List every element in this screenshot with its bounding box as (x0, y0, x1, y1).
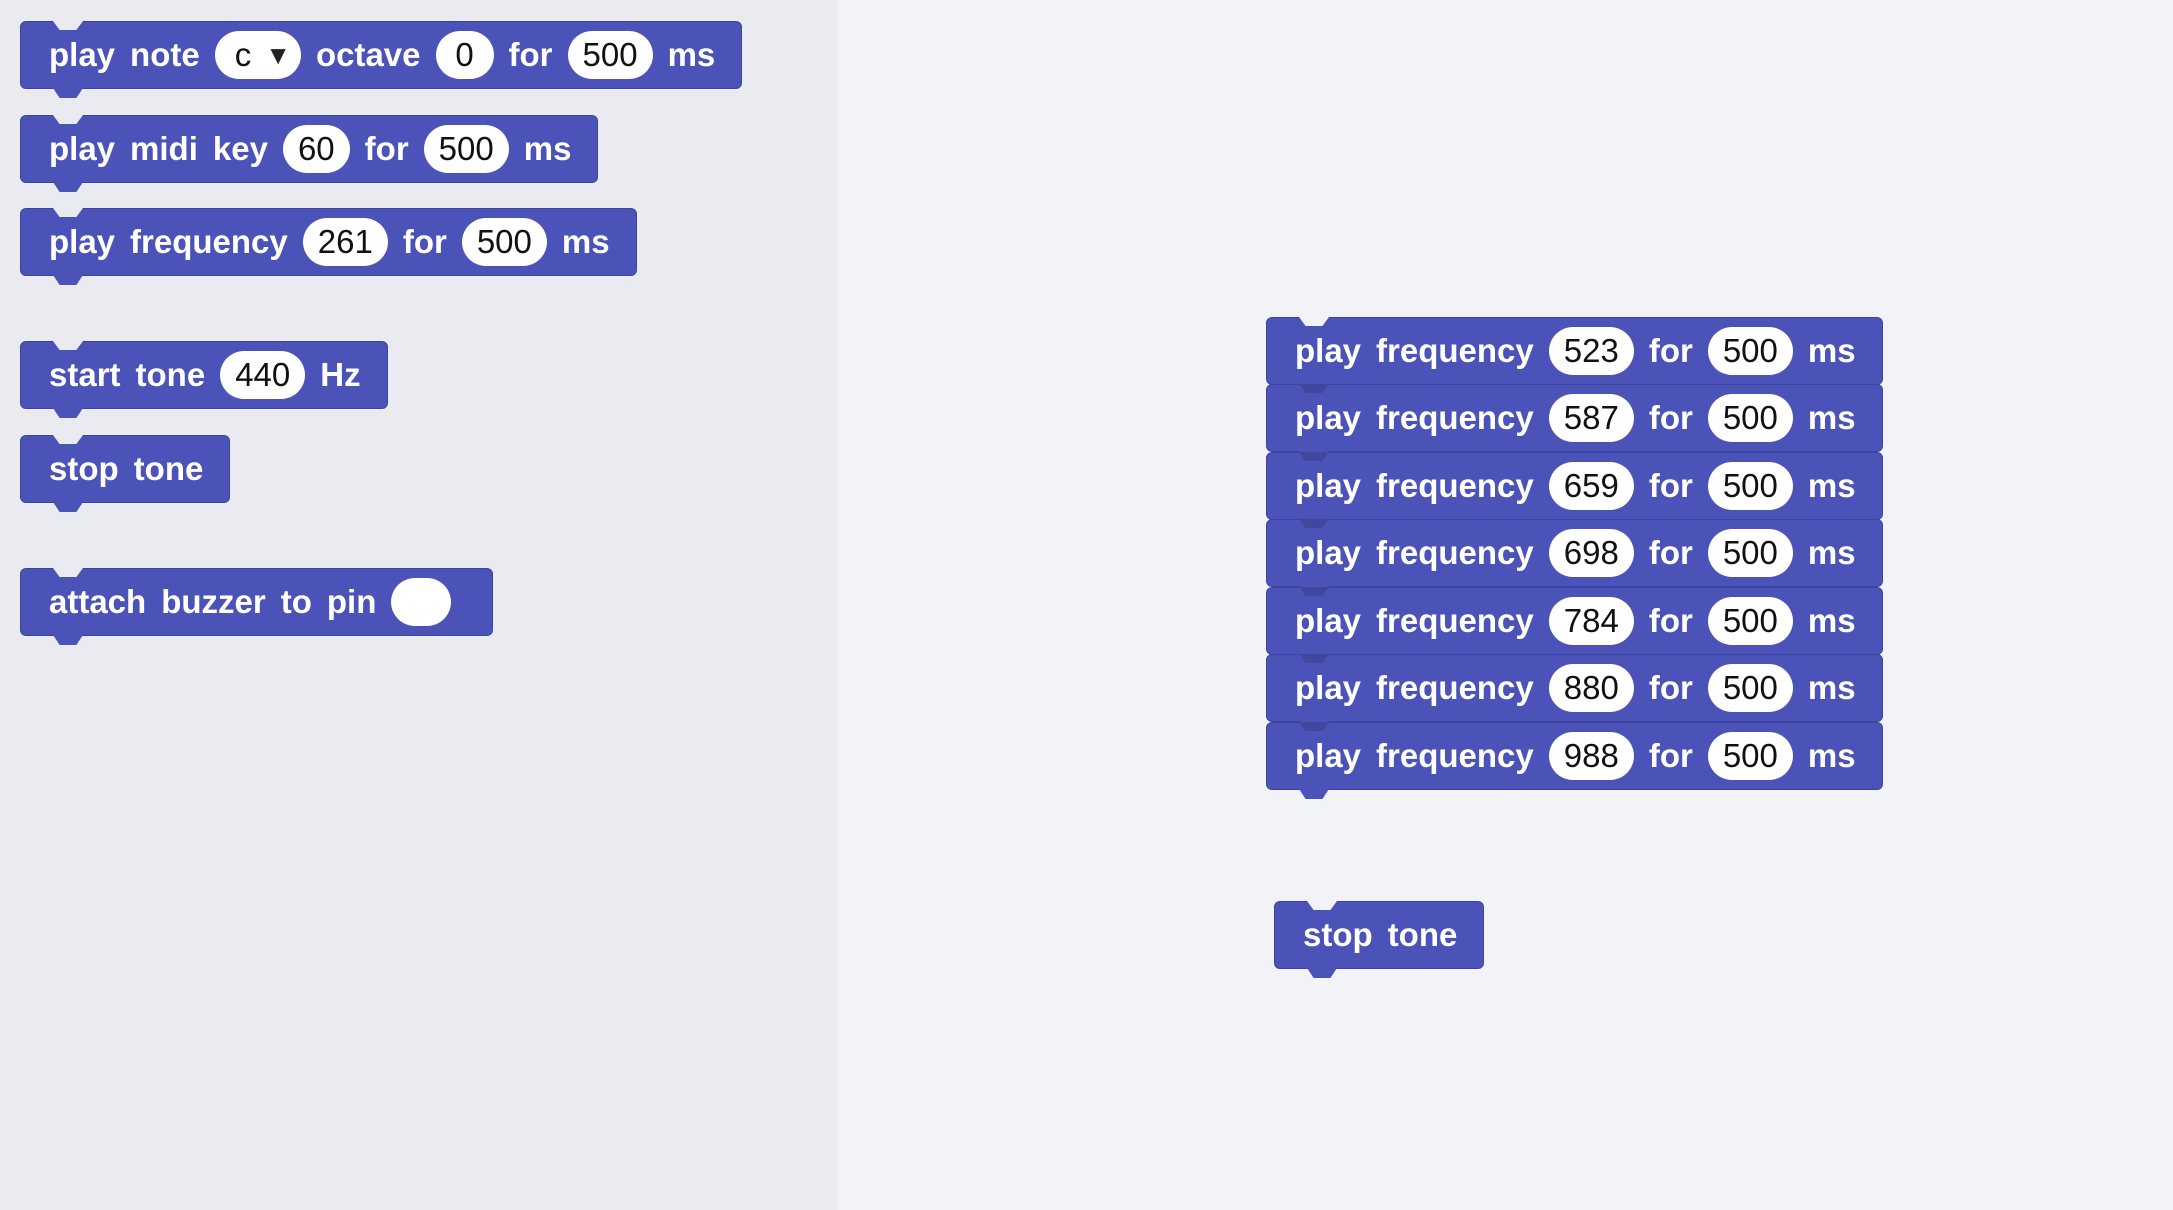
block-play-frequency[interactable]: play frequency 988 for 500 ms (1266, 722, 1883, 790)
block-text: ms (1807, 399, 1856, 436)
block-text: tone (135, 356, 206, 393)
block-text: ms (1807, 737, 1856, 774)
block-text: ms (1807, 332, 1856, 369)
frequency-input[interactable]: 261 (302, 218, 388, 266)
block-attach-buzzer[interactable]: attach buzzer to pin (20, 568, 494, 636)
tone-frequency-input[interactable]: 440 (220, 351, 306, 399)
block-text: attach (49, 583, 147, 620)
block-text: frequency (1376, 332, 1534, 369)
block-text: for (1648, 602, 1693, 639)
note-dropdown[interactable]: c ▼ (214, 31, 301, 79)
block-text: play (49, 130, 116, 167)
duration-input[interactable]: 500 (1707, 732, 1793, 780)
block-text: ms (1807, 467, 1856, 504)
block-text: stop (49, 450, 119, 487)
block-start-tone[interactable]: start tone 440 Hz (20, 341, 388, 409)
frequency-input[interactable]: 988 (1548, 732, 1634, 780)
block-text: note (130, 36, 200, 73)
block-text: play (1295, 737, 1362, 774)
block-text: play (1295, 534, 1362, 571)
block-play-frequency[interactable]: play frequency 659 for 500 ms (1266, 452, 1883, 520)
block-text: play (1295, 399, 1362, 436)
block-stop-tone[interactable]: stop tone (20, 435, 231, 503)
midi-key-input[interactable]: 60 (282, 125, 350, 173)
block-text: start (49, 356, 121, 393)
block-text: Hz (320, 356, 361, 393)
duration-input[interactable]: 500 (1707, 664, 1793, 712)
block-text: to (280, 583, 312, 620)
block-text: tone (133, 450, 204, 487)
block-play-midi-key[interactable]: play midi key 60 for 500 ms (20, 115, 599, 183)
block-text: for (402, 223, 447, 260)
block-text: ms (561, 223, 610, 260)
block-text: for (1648, 467, 1693, 504)
block-text: play (1295, 332, 1362, 369)
block-text: frequency (1376, 399, 1534, 436)
block-play-frequency[interactable]: play frequency 698 for 500 ms (1266, 519, 1883, 587)
block-text: play (1295, 669, 1362, 706)
block-text: ms (523, 130, 572, 167)
block-text: frequency (1376, 534, 1534, 571)
frequency-input[interactable]: 698 (1548, 529, 1634, 577)
block-stop-tone[interactable]: stop tone (1274, 901, 1485, 969)
duration-input[interactable]: 500 (567, 31, 653, 79)
block-play-note[interactable]: play note c ▼ octave 0 for 500 ms (20, 21, 743, 89)
block-text: for (1648, 399, 1693, 436)
duration-input[interactable]: 500 (1707, 394, 1793, 442)
toolbox-flyout[interactable]: play note c ▼ octave 0 for 500 ms play m… (0, 0, 837, 1210)
block-text: key (212, 130, 268, 167)
block-text: midi (130, 130, 198, 167)
pin-input[interactable] (391, 578, 452, 626)
block-text: octave (315, 36, 421, 73)
note-value: c (234, 36, 252, 73)
duration-input[interactable]: 500 (1707, 529, 1793, 577)
block-text: frequency (130, 223, 288, 260)
triangle-down-icon: ▼ (265, 39, 291, 70)
block-text: for (508, 36, 553, 73)
frequency-input[interactable]: 784 (1548, 597, 1634, 645)
block-text: stop (1303, 916, 1373, 953)
block-text: ms (1807, 669, 1856, 706)
duration-input[interactable]: 500 (1707, 597, 1793, 645)
block-text: play (49, 36, 116, 73)
block-text: for (1648, 737, 1693, 774)
block-play-frequency[interactable]: play frequency 261 for 500 ms (20, 208, 637, 276)
frequency-input[interactable]: 880 (1548, 664, 1634, 712)
block-text: for (1648, 669, 1693, 706)
block-text: ms (1807, 534, 1856, 571)
block-text: play (1295, 602, 1362, 639)
block-text: for (364, 130, 409, 167)
block-text: frequency (1376, 669, 1534, 706)
block-text: for (1648, 534, 1693, 571)
block-text: ms (1807, 602, 1856, 639)
block-text: play (49, 223, 116, 260)
block-play-frequency[interactable]: play frequency 587 for 500 ms (1266, 384, 1883, 452)
frequency-input[interactable]: 659 (1548, 462, 1634, 510)
block-text: tone (1387, 916, 1458, 953)
block-text: frequency (1376, 602, 1534, 639)
octave-input[interactable]: 0 (435, 31, 494, 79)
frequency-input[interactable]: 587 (1548, 394, 1634, 442)
block-text: ms (667, 36, 716, 73)
block-play-frequency[interactable]: play frequency 880 for 500 ms (1266, 654, 1883, 722)
block-text: pin (326, 583, 377, 620)
block-text: for (1648, 332, 1693, 369)
workspace-canvas[interactable]: play frequency 523 for 500 ms play frequ… (837, 0, 2173, 1210)
duration-input[interactable]: 500 (461, 218, 547, 266)
frequency-input[interactable]: 523 (1548, 327, 1634, 375)
block-text: frequency (1376, 737, 1534, 774)
block-text: play (1295, 467, 1362, 504)
block-text: buzzer (161, 583, 266, 620)
duration-input[interactable]: 500 (423, 125, 509, 173)
duration-input[interactable]: 500 (1707, 462, 1793, 510)
block-play-frequency[interactable]: play frequency 784 for 500 ms (1266, 587, 1883, 655)
block-play-frequency[interactable]: play frequency 523 for 500 ms (1266, 317, 1883, 385)
block-text: frequency (1376, 467, 1534, 504)
duration-input[interactable]: 500 (1707, 327, 1793, 375)
